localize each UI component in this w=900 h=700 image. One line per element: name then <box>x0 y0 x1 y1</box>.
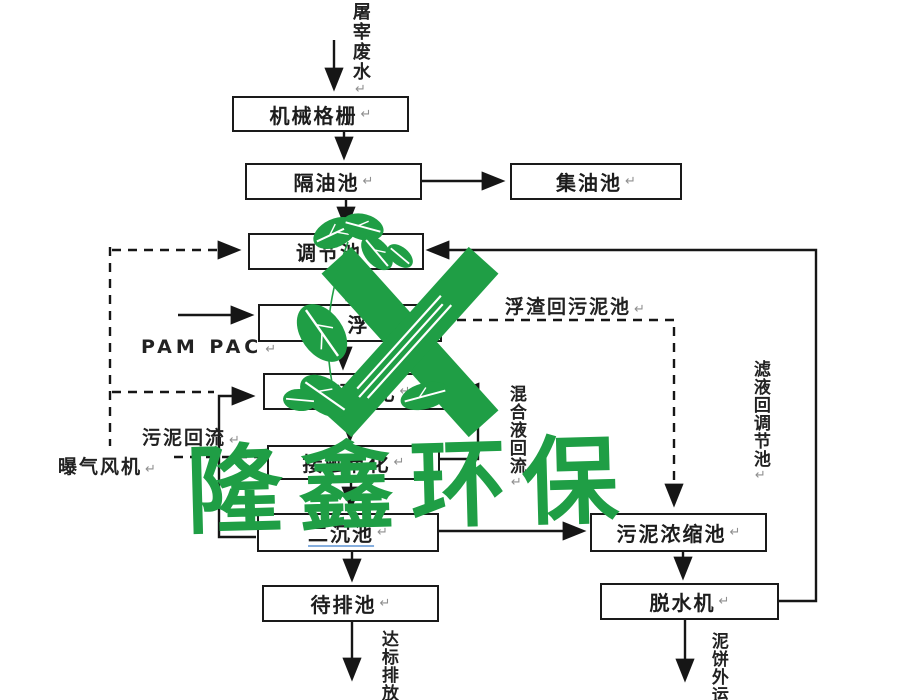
return-mark: ↵ <box>360 106 372 122</box>
node-mechanical-screen: 机械格栅↵ <box>232 96 409 132</box>
node-discharge-holding-tank: 待排池↵ <box>262 585 439 622</box>
return-mark: ↵ <box>752 468 768 483</box>
node-label: 水解酸化 <box>308 381 397 405</box>
node-equalization-tank: 调节池↵ <box>248 233 424 270</box>
return-mark: ↵ <box>265 342 277 357</box>
return-mark: ↵ <box>718 594 730 609</box>
node-hydrolysis-acidification: 水解酸化↵ <box>263 373 456 410</box>
filtrate-return-label: 滤液回调节池↵ <box>749 360 770 483</box>
scum-return-text: 浮渣回污泥池 <box>505 296 632 318</box>
node-label: 调节池 <box>296 241 363 265</box>
node-oil-collection-tank: 集油池↵ <box>510 163 682 200</box>
sludge-cake-out-label: 泥饼外运 <box>707 632 728 700</box>
influent-label: 屠宰废水↵ <box>349 2 371 97</box>
node-sludge-thickening-tank: 污泥浓缩池↵ <box>590 513 767 552</box>
node-label: 接触氧化 <box>302 452 391 476</box>
return-mark: ↵ <box>634 302 645 317</box>
return-mark: ↵ <box>393 455 405 470</box>
sludge-return-label: 污泥回流↵ <box>142 423 240 450</box>
node-label: 集油池 <box>556 171 623 195</box>
mixed-liquor-return-label: 混合液回流↵ <box>505 385 526 490</box>
node-label: 待排池 <box>310 593 377 617</box>
standard-discharge-text: 达标排放 <box>377 630 398 700</box>
node-oil-separation-tank: 隔油池↵ <box>245 163 422 200</box>
return-mark: ↵ <box>352 82 368 97</box>
return-mark: ↵ <box>229 433 240 448</box>
aeration-blower-label: 曝气风机↵ <box>58 452 156 479</box>
node-secondary-clarifier: 二沉池↵ <box>257 513 439 552</box>
return-mark: ↵ <box>729 525 741 540</box>
sludge-cake-out-text: 泥饼外运 <box>707 632 728 700</box>
pam-pac-label: PAM PAC↵ <box>141 336 276 358</box>
scum-return-label: 浮渣回污泥池↵ <box>505 292 645 319</box>
return-mark: ↵ <box>379 596 391 611</box>
return-mark: ↵ <box>625 174 636 189</box>
node-label: 气 浮 <box>316 312 370 337</box>
node-dewatering-machine: 脱水机↵ <box>600 583 779 620</box>
node-label: 隔油池 <box>293 171 360 195</box>
return-mark: ↵ <box>372 315 384 331</box>
return-mark: ↵ <box>399 384 411 399</box>
filtrate-return-text: 滤液回调节池 <box>749 360 770 468</box>
node-label: 污泥浓缩池 <box>616 522 727 546</box>
standard-discharge-label: 达标排放 <box>377 630 398 700</box>
return-mark: ↵ <box>362 174 374 189</box>
node-label: 二沉池 <box>308 522 375 546</box>
aeration-blower-text: 曝气风机 <box>58 456 143 478</box>
influent-text: 屠宰废水 <box>349 2 371 82</box>
return-mark: ↵ <box>365 244 376 259</box>
node-label: 脱水机 <box>649 591 716 615</box>
return-mark: ↵ <box>377 525 388 540</box>
return-mark: ↵ <box>508 475 524 490</box>
node-air-flotation: 气 浮↵ <box>258 304 442 342</box>
pam-pac-text: PAM PAC <box>141 336 263 358</box>
sludge-return-text: 污泥回流 <box>142 427 227 449</box>
node-contact-oxidation: 接触氧化↵ <box>267 445 440 480</box>
return-mark: ↵ <box>145 462 156 477</box>
node-label: 机械格栅 <box>269 103 358 128</box>
mixed-liquor-return-text: 混合液回流 <box>505 385 526 475</box>
